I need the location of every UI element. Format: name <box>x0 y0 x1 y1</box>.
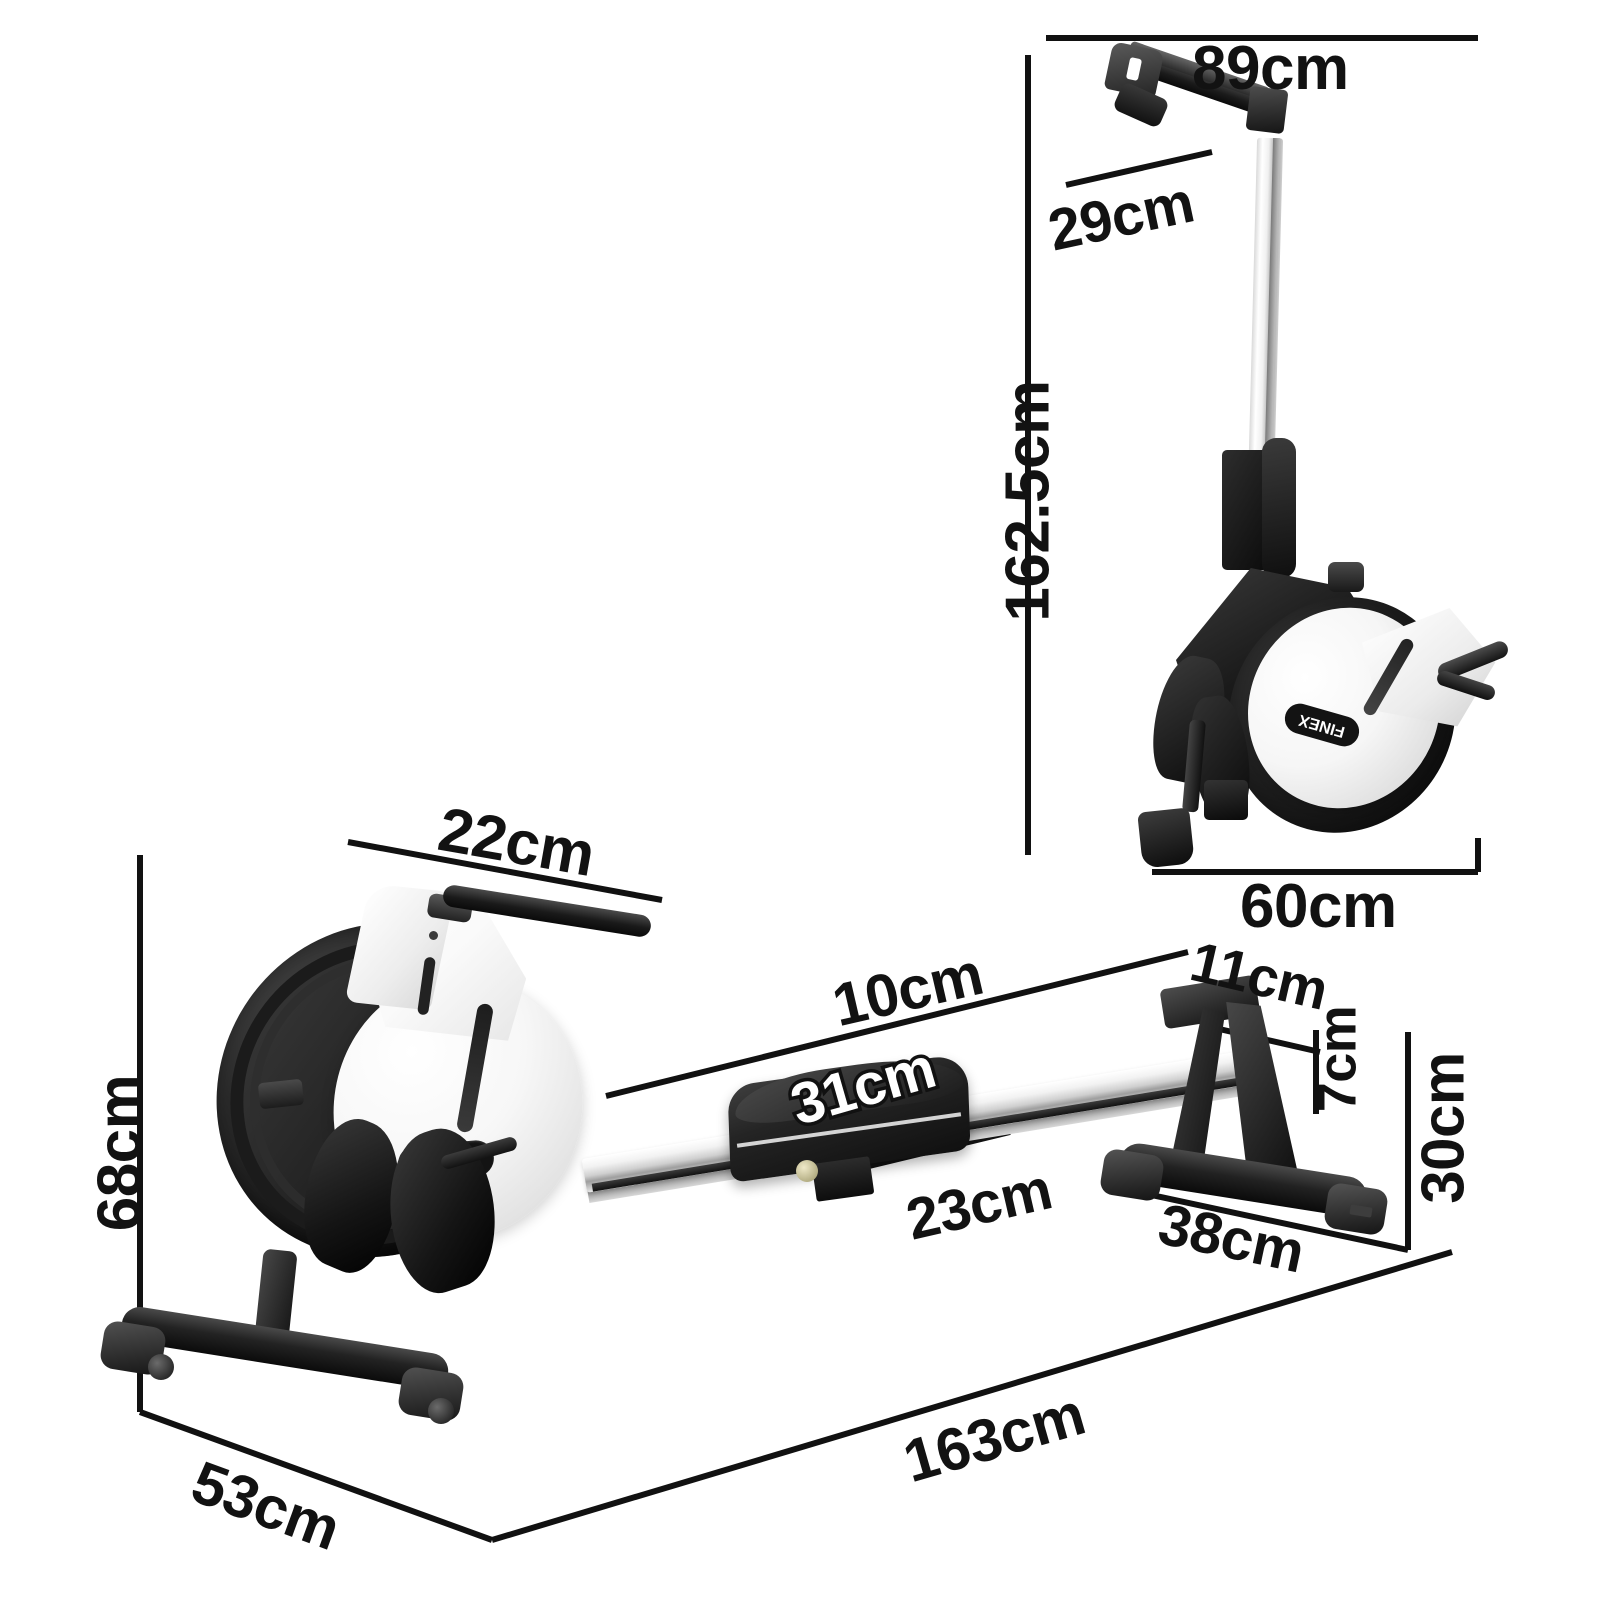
rear-foot-cap-left <box>1098 1147 1166 1203</box>
seat-roller <box>796 1160 818 1182</box>
dimension-label-162_5cm: 162.5cm <box>993 380 1063 622</box>
dimension-label-89cm: 89cm <box>1192 34 1349 103</box>
dimension-label-60cm: 60cm <box>1240 872 1397 941</box>
resistance-knob <box>257 1078 305 1110</box>
seat-carriage-bracket <box>811 1156 875 1202</box>
flywheel-assembly: F INEX <box>195 885 635 1305</box>
assembled-machine-illustration: F INEX <box>98 830 1390 1530</box>
folded-backrest-pad <box>1262 438 1296 578</box>
transport-wheel-left <box>148 1354 174 1380</box>
dimension-label-7cm: 7cm <box>1307 1005 1368 1113</box>
folded-machine-illustration: FINEX <box>1100 20 1520 890</box>
folded-hinge-clamp <box>1222 450 1268 570</box>
dimension-label-68cm: 68cm <box>85 1074 155 1232</box>
dimension-label-30cm: 30cm <box>1409 1052 1477 1204</box>
folded-base-bracket <box>1204 780 1248 820</box>
folded-grip-foot <box>1112 81 1170 129</box>
folded-tension-knob <box>1328 562 1364 592</box>
cowl-screw <box>429 931 438 940</box>
transport-wheel-right <box>428 1398 454 1424</box>
brand-logo-text-folded: FINEX <box>1296 710 1347 741</box>
